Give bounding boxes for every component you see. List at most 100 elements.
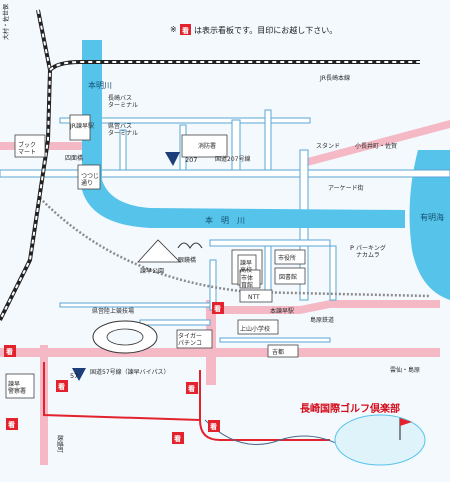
label-ntt: NTT [248,294,260,301]
sign-markers: 看 看 看 看 看 看 看 [4,302,224,444]
label-unzen: 雲仙・島原 [390,366,420,374]
sign-7 [208,420,220,432]
label-obama: 小長井町・佐賀 [355,142,397,150]
legend-star: ※ [170,25,177,34]
road-h-shiyakusho [209,239,331,247]
label-route57-num: 57 [70,372,78,380]
label-sea: 有明海 [420,212,444,222]
golf-flag-icon [400,418,412,426]
label-stand: スタンド [316,142,340,150]
sign-6 [172,432,184,444]
sign-2 [56,380,68,392]
building-taiga [176,329,213,349]
label-meganebashi: 眼鏡橋 [178,256,196,264]
label-river: 本 明 川 [205,215,245,225]
golf-course [334,414,426,466]
label-taiga: タイガーパチンコ [178,332,202,347]
ariake-sea [409,150,450,300]
sign-6-char: 看 [174,434,181,443]
label-isahaya-koukou: 諫早高校 [240,259,252,274]
label-parking: パーキングナカムラ [356,244,386,259]
building-shibou [181,134,228,158]
building-isahaya-station [69,114,91,141]
label-p-mark: P [350,244,354,252]
rail-shimabara [39,197,431,298]
sign-3-char: 看 [214,304,221,313]
building-kouminkan [239,269,261,289]
label-kouminkan: 市体育館 [241,274,253,289]
rail-jr [0,9,420,321]
isahaya-park-icon [137,239,181,263]
legend-note: は表示看板です。目印にお越し下さい。 [194,25,337,35]
road-h-upper [59,302,211,308]
label-isahaya-park: 諫早公園 [140,267,164,275]
building-book-mart [14,134,46,158]
sign-2-char: 看 [58,382,65,391]
label-route207: 国道207号線 [215,155,250,163]
road-route207 [0,169,450,178]
label-jr-nagasaki: JR長崎本線 [319,74,350,82]
label-route207-num: 207 [185,156,197,164]
label-tsutsuji: つつじ通り [81,173,99,187]
route57-marker [72,368,86,381]
road-v1 [231,119,241,171]
building-kamiyama [237,319,279,335]
building-shiyakusho-2 [274,249,306,265]
sign-3 [212,302,224,314]
road-h-kentei [139,319,211,326]
label-iimori: 飯盛町 [56,435,64,453]
road-h-lower [219,337,331,343]
building-ichinokawa [267,344,299,358]
rail-jr-dash [0,9,52,321]
sign-4-char: 看 [188,384,195,393]
road-bus-street [59,117,311,124]
label-kamiyama: 上山小学校 [240,325,270,333]
label-kenei-bus: 県営バスターミナル [108,122,138,137]
label-hon-isahaya: 本諫早駅 [270,307,294,315]
buildings [5,114,306,399]
label-route57: 国道57号線（諫早バイパス） [90,368,170,376]
hommyo-river [82,40,405,228]
stadium-field [106,328,144,346]
sign-4 [186,382,198,394]
sign-1 [4,345,16,357]
building-toshokan [274,267,306,285]
rail-jr-nagasaki-dash [49,61,420,71]
road-v4 [119,129,127,171]
legend-sign-char: 看 [182,26,189,35]
building-ntt [239,289,273,303]
road-obama [300,120,450,168]
meganebashi-icon [177,242,203,249]
label-kentei: 県営陸上競技場 [92,307,134,315]
road-pink-57 [0,348,440,357]
label-omura: 大村・佐世保 [2,4,10,40]
road-v8 [329,245,337,301]
sign-5-char: 看 [8,420,15,429]
label-isahaya-station: JR諫早駅 [69,122,94,130]
label-police: 諫早警察署 [8,380,26,395]
label-shiyakusho: 市役所 [278,254,296,262]
route-road-golf [204,419,341,446]
label-shibou: 消防署 [198,142,216,150]
road-v2 [264,109,272,171]
sign-1-char: 看 [6,347,13,356]
label-shimabara-rail: 島原鉄道 [310,316,334,324]
label-destination: 長崎国際ゴルフ倶楽部 [300,402,400,415]
route-red-1 [199,370,330,441]
label-arcade: アーケード街 [328,184,364,192]
label-nagasaki-bus: 長崎バスターミナル [108,94,138,109]
route-red-2 [43,362,201,421]
road-pink-shimabara [210,300,440,314]
label-book-mart: ブックマート [18,141,36,156]
legend-sign-box [180,24,191,35]
building-police [5,373,35,399]
route207-marker [165,152,180,166]
label-river-v: 本明川 [88,80,112,90]
label-toshokan: 図書館 [279,273,297,281]
sign-7-char: 看 [210,422,217,431]
label-shinei: 四面橋 [65,154,83,162]
sign-5 [6,418,18,430]
label-ichinokawa: 吉都 [272,348,284,356]
